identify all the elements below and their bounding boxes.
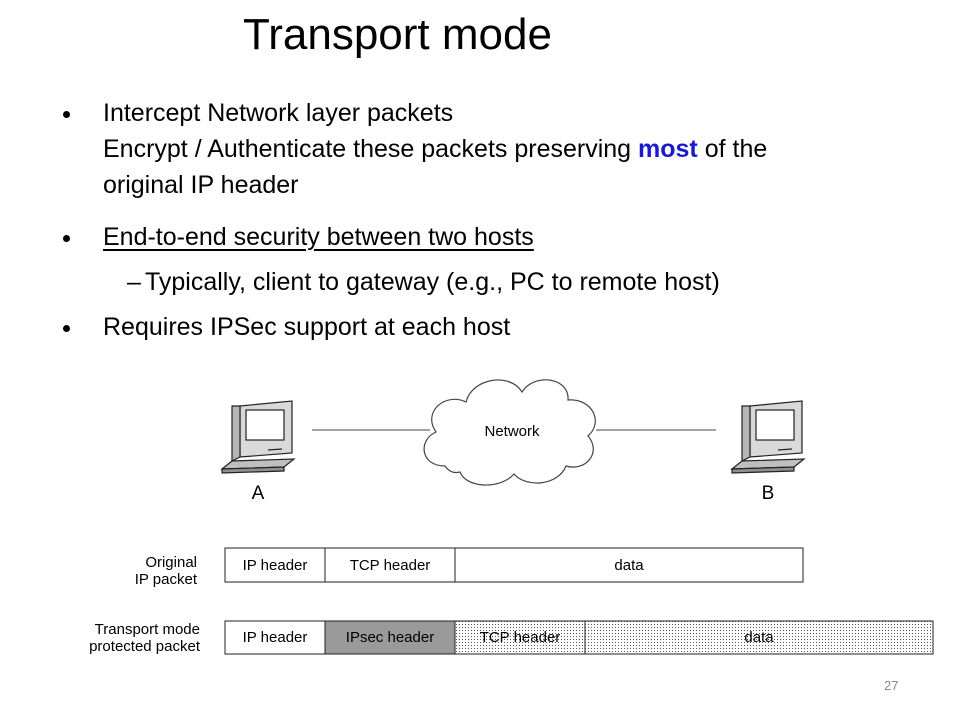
bullet-2-sub: Typically, client to gateway (e.g., PC t… — [145, 268, 720, 296]
bullet-3: Requires IPSec support at each host — [103, 313, 511, 341]
cell-ipsec-header: IPsec header — [346, 629, 434, 646]
slide-title: Transport mode — [243, 10, 552, 59]
host-b-label: B — [762, 483, 775, 504]
bullet-1-text-a: Encrypt / Authenticate these packets pre… — [103, 135, 639, 163]
cell-ip-header: IP header — [243, 557, 308, 574]
bullet-1-line-2: Encrypt / Authenticate these packets pre… — [103, 131, 767, 167]
original-ip-packet: IP header TCP header data — [224, 547, 804, 583]
bullet-dot — [63, 235, 70, 242]
cell-ip-header: IP header — [243, 629, 308, 646]
host-a-label: A — [252, 483, 265, 504]
sub-bullet-dash: – — [127, 268, 141, 296]
cell-tcp-header: TCP header — [350, 557, 431, 574]
cell-data: data — [744, 629, 774, 646]
network-cloud-icon — [423, 379, 596, 486]
cell-data: data — [614, 557, 644, 574]
bullet-dot — [63, 111, 70, 118]
protected-packet-label-1: Transport mode — [95, 621, 200, 638]
bullet-1-line-1: Intercept Network layer packets — [103, 99, 454, 127]
page-number: 27 — [884, 678, 899, 693]
computer-b-icon — [730, 400, 806, 474]
transport-mode-packet: IP header IPsec header TCP header data — [224, 620, 934, 655]
original-packet-label-1: Original — [145, 554, 197, 571]
bullet-2: End-to-end security between two hosts — [103, 223, 534, 251]
bullet-1-text-b: of the — [697, 135, 768, 163]
original-packet-label-2: IP packet — [135, 571, 198, 588]
cell-tcp-header: TCP header — [480, 629, 561, 646]
network-label: Network — [484, 423, 540, 440]
computer-a-icon — [220, 400, 296, 474]
emphasis-most: most — [638, 135, 698, 163]
protected-packet-label-2: protected packet — [89, 638, 201, 655]
bullet-1-line-3: original IP header — [103, 171, 299, 199]
bullet-dot — [63, 325, 70, 332]
